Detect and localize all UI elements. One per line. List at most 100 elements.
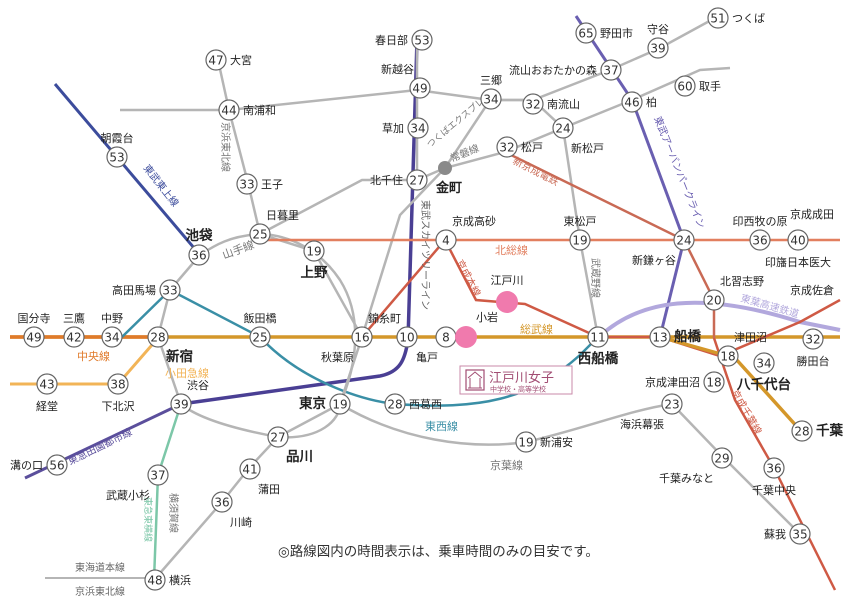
station-time: 36: [214, 496, 229, 510]
line-keisei: [443, 239, 841, 358]
station-time-circle: [147, 464, 169, 486]
line-kitasenju-link: [259, 178, 417, 236]
line-label-tozai: 東西線: [425, 419, 458, 433]
station-time: 19: [306, 245, 321, 259]
station-time: 53: [414, 34, 429, 48]
station-time: 56: [49, 459, 64, 473]
station-name: 三郷: [480, 73, 502, 87]
station-name: 新浦安: [540, 435, 573, 449]
station-mizonokuchi: 56 溝の口: [10, 454, 68, 476]
station-time: 38: [110, 378, 125, 392]
station-time: 24: [676, 234, 691, 248]
station-omiya: 47 大宮: [205, 49, 252, 71]
station-time-circle: [522, 93, 544, 115]
line-label-skytree: 東武スカイツリーライン: [419, 200, 432, 310]
station-time-circle: [496, 136, 518, 158]
station-kameido: 8亀戸: [416, 326, 457, 364]
station-name: 新鎌ヶ谷: [632, 253, 676, 267]
station-time-circle: [249, 326, 271, 348]
station-time-circle: [249, 223, 271, 245]
line-label-keihintohoku2: 京浜東北線: [75, 585, 125, 598]
line-label-sobu: 総武線: [520, 322, 553, 336]
station-time-circle: [703, 289, 725, 311]
station-time-circle: [384, 393, 406, 415]
line-label-joban: 常磐線: [448, 141, 481, 164]
station-name: 亀戸: [416, 350, 438, 364]
station-time-circle: [406, 169, 428, 191]
station-time: 32: [525, 98, 540, 112]
station-time-circle: [351, 326, 373, 348]
station-time: 33: [162, 284, 177, 298]
station-time-circle: [707, 7, 729, 29]
station-time: 39: [650, 42, 665, 56]
place-keiseisakura: 京成佐倉: [790, 283, 834, 297]
line-label-tokaido: 東海道本線: [75, 561, 125, 574]
station-name: 秋葉原: [321, 350, 354, 364]
station-time: 34: [104, 331, 119, 345]
station-name: 川崎: [230, 515, 252, 529]
station-time: 48: [147, 574, 162, 588]
station-time-circle: [480, 88, 502, 110]
station-name: 東松戸: [564, 214, 597, 228]
station-time-circle: [303, 240, 325, 262]
station-name: 津田沼: [734, 330, 767, 344]
station-time-circle: [329, 393, 351, 415]
station-name: 大宮: [230, 53, 252, 67]
station-time: 18: [720, 350, 735, 364]
line-label-keiseinarita: 京成本線: [453, 257, 483, 298]
station-time: 16: [354, 331, 369, 345]
station-time-circle: [673, 229, 695, 251]
station-name: 南浦和: [243, 104, 276, 117]
station-time-circle: [147, 326, 169, 348]
station-time: 49: [26, 331, 41, 345]
station-time: 18: [706, 376, 721, 390]
station-time-circle: [711, 447, 733, 469]
place-name: 京成佐倉: [790, 283, 834, 297]
station-time-circle: [159, 279, 181, 301]
school-emblem-icon: [465, 369, 485, 391]
station-name: 上野: [301, 265, 328, 281]
station-time-circle: [802, 328, 824, 350]
line-toyo: [598, 300, 841, 338]
station-name: 王子: [261, 178, 283, 191]
place-kanamachi: 金町: [435, 161, 462, 196]
station-time-circle: [396, 326, 418, 348]
station-time: 47: [208, 54, 223, 68]
station-name: 飯田橋: [244, 311, 277, 325]
station-time: 53: [109, 151, 124, 165]
station-time: 28: [794, 425, 809, 439]
station-time: 28: [150, 331, 165, 345]
station-name: 流山おおたかの森: [509, 63, 597, 77]
line-label-denentoshi: 東急田園都市線: [66, 425, 135, 467]
station-time-circle: [144, 569, 166, 591]
line-keiyo: [339, 402, 801, 535]
station-name: 溝の口: [10, 459, 43, 472]
line-label-keiseichiba: 京成千葉線: [728, 387, 764, 437]
line-label-tojo: 東武東上線: [141, 162, 182, 209]
line-label-hokuso: 北総線: [495, 243, 528, 257]
place-name: 京成成田: [790, 207, 834, 221]
station-time-circle: [435, 229, 457, 251]
place-name: 江戸川: [491, 274, 524, 287]
station-name: 品川: [286, 449, 313, 465]
place-koiwa: 小岩: [455, 310, 498, 348]
station-time: 36: [766, 462, 781, 476]
